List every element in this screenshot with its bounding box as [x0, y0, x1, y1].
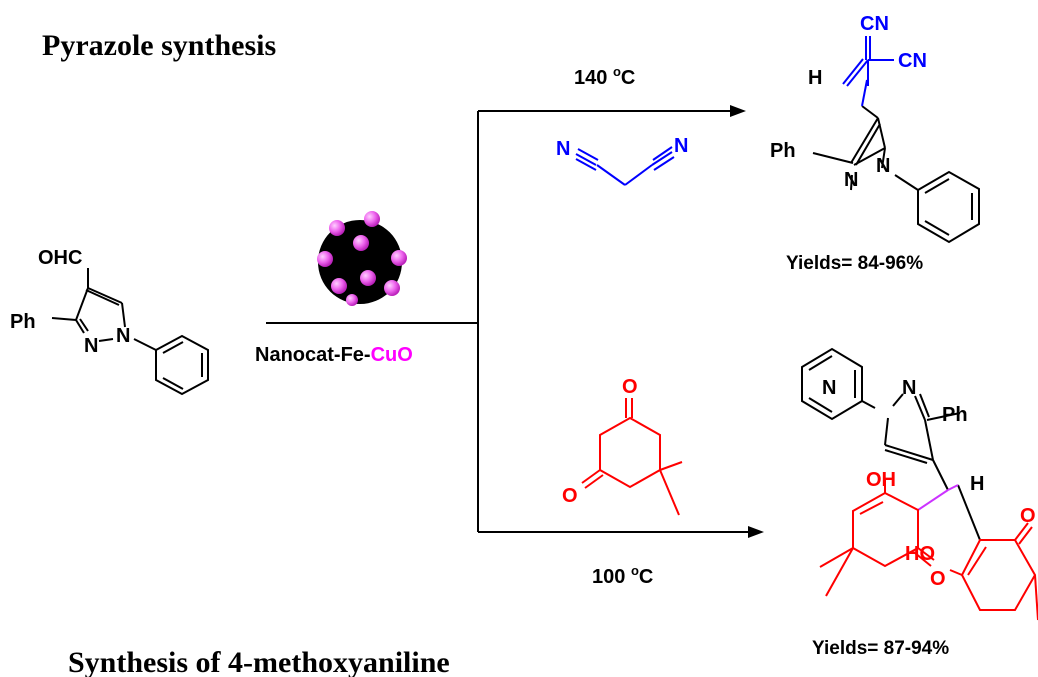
dimedone-structure — [581, 398, 683, 516]
reaction-arrows — [266, 110, 752, 533]
h-label-top: H — [808, 67, 822, 89]
n-label-bottom-1: N — [822, 377, 836, 399]
oh-label-bottom-2: HO — [905, 543, 935, 565]
o-label-bottom-1: O — [930, 568, 946, 590]
cn-label-1: CN — [860, 13, 889, 35]
product-bottom-ch-bond — [917, 484, 959, 511]
starting-material-structure — [51, 268, 209, 396]
ph-label-sm: Ph — [10, 311, 36, 333]
yields-top: Yields= 84-96% — [786, 253, 923, 274]
ph-label-bottom: Ph — [942, 404, 968, 426]
n-label-sm-2: N — [84, 335, 98, 357]
title-methoxyaniline-synthesis: Synthesis of 4-methoxyaniline — [68, 646, 450, 677]
dimedone-o-top: O — [622, 376, 638, 398]
ph-label-top: Ph — [770, 140, 796, 162]
nanocatalyst-particle — [317, 211, 407, 306]
o-label-bottom-2: O — [1020, 505, 1036, 527]
malononitrile-n-left: N — [556, 138, 570, 160]
aldehyde-label: OHC — [38, 247, 82, 269]
title-pyrazole-synthesis: Pyrazole synthesis — [42, 29, 276, 62]
yields-bottom: Yields= 87-94% — [812, 638, 949, 659]
n-label-top-2: N — [844, 169, 858, 191]
product-top-dicyano — [842, 36, 894, 107]
n-label-sm-1: N — [116, 325, 130, 347]
product-top-structure — [812, 105, 980, 244]
malononitrile-n-right: N — [674, 135, 688, 157]
condition-upper: 140 oC — [574, 64, 635, 89]
malononitrile-structure — [575, 146, 675, 186]
arrowhead-upper — [730, 105, 746, 117]
catalyst-label-base: Nanocat-Fe- — [255, 344, 371, 366]
oh-label-bottom-1: OH — [866, 469, 896, 491]
catalyst-label: Nanocat-Fe-CuO — [255, 344, 413, 366]
catalyst-label-cuo: CuO — [371, 344, 413, 366]
condition-lower: 100 oC — [592, 563, 653, 588]
arrowhead-lower — [748, 526, 764, 538]
dimedone-o-bottom: O — [562, 485, 578, 507]
n-label-top-1: N — [876, 155, 890, 177]
cn-label-2: CN — [898, 50, 927, 72]
product-bottom-pyrazole — [801, 347, 981, 541]
n-label-bottom-2: N — [902, 377, 916, 399]
h-label-bottom: H — [970, 473, 984, 495]
